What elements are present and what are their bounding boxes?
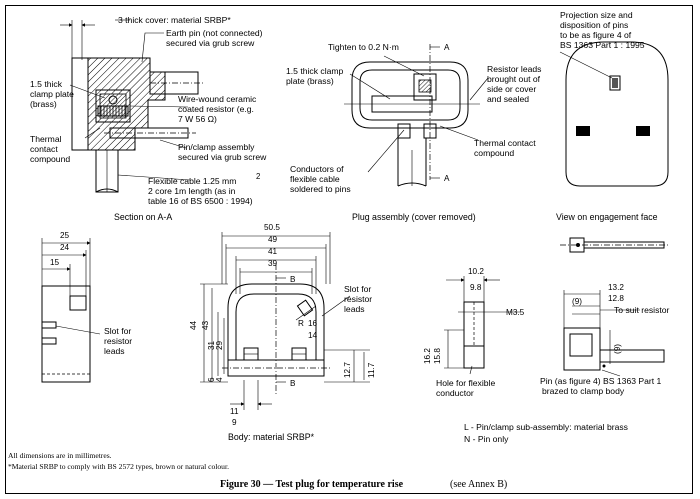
slot-right-label-1: Slot for	[344, 284, 371, 294]
top-dim-49: 49	[268, 235, 278, 244]
plug-assembly-title: Plug assembly (cover removed)	[352, 212, 476, 222]
engagement-face-view	[559, 41, 669, 187]
section-marker-bottom: A	[444, 174, 450, 183]
footnote-units: All dimensions are in millimetres.	[8, 451, 112, 460]
suit-resistor-label: To suit resistor	[614, 305, 670, 315]
plug-clamp-label-1: 1.5 thick clamp	[286, 66, 344, 76]
radius-r: R	[298, 319, 304, 328]
cable-label-3: table 16 of BS 6500 : 1994)	[148, 196, 253, 206]
section-marker-top: A	[444, 43, 450, 52]
right-dim-12-7: 12.7	[343, 362, 352, 378]
projection-label-2: disposition of pins	[560, 20, 628, 30]
pin-note-1: Pin (as figure 4) BS 1363 Part 1	[540, 376, 662, 386]
projection-label-1: Projection size and	[560, 10, 633, 20]
right-dim-11-7: 11.7	[367, 362, 376, 378]
side-dim-6: 6	[207, 377, 216, 382]
slot-left-label-2: resistor	[104, 336, 132, 346]
top-dim-50-5: 50.5	[264, 223, 280, 232]
body-material: Body: material SRBP*	[228, 432, 315, 442]
hole-label-2: conductor	[436, 388, 474, 398]
bottom-dim-11: 11	[230, 407, 239, 416]
side-dim-43: 43	[201, 320, 210, 330]
pin-dim-13-2: 13.2	[608, 283, 624, 292]
top-dim-41: 41	[268, 247, 278, 256]
slot-right-label-3: leads	[344, 304, 365, 314]
body-top-view	[200, 232, 370, 410]
side-dim-4: 4	[215, 377, 224, 382]
cable-label-2: 2 core 1m length (as in	[148, 186, 236, 196]
slot-left-label-1: Slot for	[104, 326, 131, 336]
side-dim-31: 31	[207, 340, 216, 350]
section-aa-title: Section on A-A	[114, 212, 172, 222]
left-dim-15: 15	[50, 258, 60, 267]
pin-dim-16-2: 16.2	[423, 348, 432, 364]
pin-note-2: brazed to clamp body	[542, 386, 625, 396]
top-dim-39: 39	[268, 259, 278, 268]
projection-label-3: to be as figure 4 of	[560, 30, 632, 40]
conductors-label-3: soldered to pins	[290, 184, 351, 194]
pin-dim-9-top: (9)	[572, 297, 582, 306]
resistor-leads-label-2: brought out of	[487, 74, 541, 84]
resistor-label-1: Wire-wound ceramic	[178, 94, 257, 104]
clamp-plate-label-3: (brass)	[30, 99, 57, 109]
thread-label: M3.5	[506, 308, 525, 317]
radius-14: 14	[308, 331, 318, 340]
side-dim-29: 29	[215, 340, 224, 350]
left-dim-24: 24	[60, 243, 70, 252]
marker-b-top: B	[290, 275, 296, 284]
pin-assembly-label-1: Pin/clamp assembly	[178, 142, 255, 152]
pin-dim-9-8: 9.8	[470, 283, 482, 292]
resistor-label-3: 7 W 56 Ω)	[178, 114, 217, 124]
resistor-label-2: coated resistor (e.g.	[178, 104, 254, 114]
pin-dim-15-8: 15.8	[433, 348, 442, 364]
thermal-label-3: compound	[30, 154, 70, 164]
resistor-leads-label-4: and sealed	[487, 94, 529, 104]
legend-l: L - Pin/clamp sub-assembly: material bra…	[464, 422, 628, 432]
cable-label-1: Flexible cable 1.25 mm	[148, 176, 236, 186]
earth-pin-label-2: secured via grub screw	[166, 38, 255, 48]
pin-assembly-label-2: secured via grub screw	[178, 152, 267, 162]
legend-n: N - Pin only	[464, 434, 509, 444]
cable-sup: 2	[256, 172, 260, 181]
hole-label-1: Hole for flexible	[436, 378, 495, 388]
pin-dim-9-side: (9)	[613, 344, 622, 354]
section-aa-view	[60, 19, 204, 193]
torque-label: Tighten to 0.2 N·m	[328, 42, 399, 52]
figure-caption: Figure 30 — Test plug for temperature ri…	[220, 479, 404, 490]
plug-assembly-view	[344, 44, 489, 187]
pin-dim-10-2: 10.2	[468, 267, 484, 276]
conductors-label-2: flexible cable	[290, 174, 340, 184]
marker-b-bottom: B	[290, 379, 296, 388]
resistor-leads-label-3: side or cover	[487, 84, 536, 94]
thermal-label-2: contact	[30, 144, 58, 154]
resistor-leads-label-1: Resistor leads	[487, 64, 541, 74]
pin-views	[444, 237, 670, 377]
radius-16: 16	[308, 319, 318, 328]
slot-right-label-2: resistor	[344, 294, 372, 304]
cover-note: 3 thick cover: material SRBP*	[118, 15, 231, 25]
earth-pin-label-1: Earth pin (not connected)	[166, 28, 263, 38]
plug-thermal-label-2: compound	[474, 148, 514, 158]
plug-thermal-label-1: Thermal contact	[474, 138, 536, 148]
thermal-label-1: Thermal	[30, 134, 62, 144]
side-dim-44: 44	[189, 320, 198, 330]
figure-caption-ref: (see Annex B)	[450, 479, 507, 490]
engagement-face-title: View on engagement face	[556, 212, 658, 222]
conductors-label-1: Conductors of	[290, 164, 344, 174]
plug-clamp-label-2: plate (brass)	[286, 76, 334, 86]
body-side-view	[41, 238, 101, 383]
pin-dim-12-8: 12.8	[608, 294, 624, 303]
slot-left-label-3: leads	[104, 346, 125, 356]
footnote-material: *Material SRBP to comply with BS 2572 ty…	[8, 462, 229, 471]
projection-label-4: BS 1363 Part 1 : 1995	[560, 40, 645, 50]
bottom-dim-9: 9	[232, 418, 237, 427]
left-dim-25: 25	[60, 231, 70, 240]
clamp-plate-label-2: clamp plate	[30, 89, 74, 99]
clamp-plate-label-1: 1.5 thick	[30, 79, 63, 89]
